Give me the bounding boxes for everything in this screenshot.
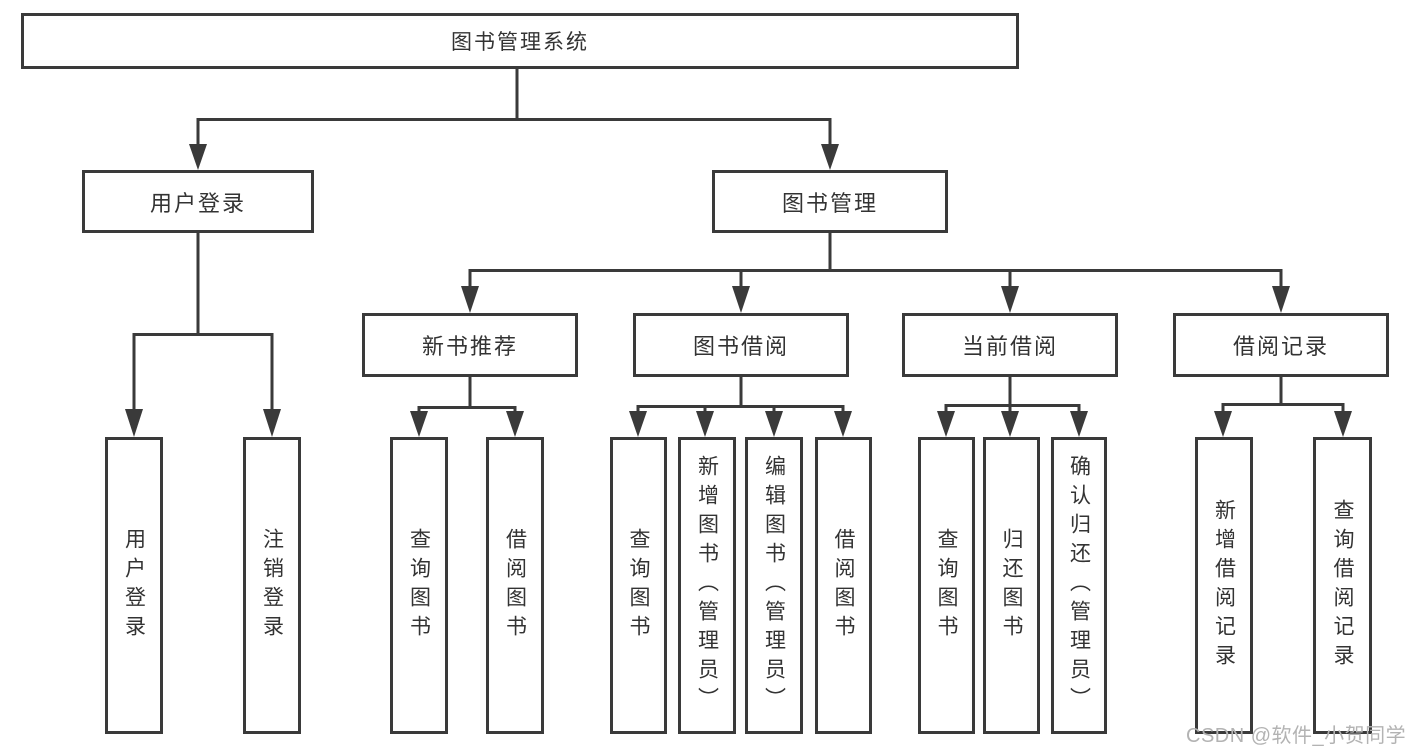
arrowhead bbox=[765, 411, 783, 437]
leaf-query-books-borrow: 查询图书 bbox=[610, 437, 667, 734]
leaf-query-books-current: 查询图书 bbox=[918, 437, 975, 734]
arrowhead bbox=[821, 144, 839, 170]
arrowhead bbox=[461, 286, 479, 313]
arrowhead bbox=[506, 411, 524, 437]
leaf-return-book: 归还图书 bbox=[983, 437, 1040, 734]
leaf-add-borrow-record: 新增借阅记录 bbox=[1195, 437, 1253, 734]
arrowhead bbox=[125, 409, 143, 437]
connector-currentborrow-to-leaves bbox=[944, 377, 1081, 415]
arrowhead bbox=[263, 409, 281, 437]
node-library-management-system: 图书管理系统 bbox=[21, 13, 1019, 69]
leaf-edit-book-admin: 编辑图书（管理员） bbox=[745, 437, 803, 734]
node-book-management: 图书管理 bbox=[712, 170, 948, 233]
leaf-borrow-books-recommend: 借阅图书 bbox=[486, 437, 544, 734]
arrowhead bbox=[937, 411, 955, 437]
csdn-watermark: CSDN @软件_小贺同学 bbox=[1186, 725, 1405, 747]
arrowhead bbox=[1001, 286, 1019, 313]
arrowhead bbox=[1070, 411, 1088, 437]
arrowhead bbox=[1272, 286, 1290, 313]
node-new-book-recommendation: 新书推荐 bbox=[362, 313, 578, 377]
arrowhead bbox=[696, 411, 714, 437]
arrowhead bbox=[1334, 411, 1352, 437]
arrowhead bbox=[1001, 411, 1019, 437]
node-current-borrowing: 当前借阅 bbox=[902, 313, 1118, 377]
connector-userlogin-to-leaves bbox=[132, 233, 274, 412]
arrowhead bbox=[629, 411, 647, 437]
node-user-login: 用户登录 bbox=[82, 170, 314, 233]
arrowhead bbox=[410, 411, 428, 437]
leaf-query-books-recommend: 查询图书 bbox=[390, 437, 448, 734]
leaf-confirm-return-admin: 确认归还（管理员） bbox=[1051, 437, 1107, 734]
node-book-borrowing: 图书借阅 bbox=[633, 313, 849, 377]
leaf-add-book-admin: 新增图书（管理员） bbox=[678, 437, 736, 734]
node-borrowing-records: 借阅记录 bbox=[1173, 313, 1389, 377]
arrowhead bbox=[834, 411, 852, 437]
leaf-query-borrow-record: 查询借阅记录 bbox=[1313, 437, 1372, 734]
arrowhead bbox=[189, 144, 207, 170]
leaf-borrow-books: 借阅图书 bbox=[815, 437, 872, 734]
leaf-logout: 注销登录 bbox=[243, 437, 301, 734]
connector-bookborrow-to-leaves bbox=[636, 377, 845, 415]
connector-root-to-level2 bbox=[196, 69, 832, 146]
arrowhead bbox=[732, 286, 750, 313]
leaf-user-login: 用户登录 bbox=[105, 437, 163, 734]
arrowhead bbox=[1214, 411, 1232, 437]
connector-bookmgmt-to-level3 bbox=[468, 233, 1283, 289]
connector-newbook-to-leaves bbox=[417, 377, 517, 415]
connector-borrowrecord-to-leaves bbox=[1221, 377, 1345, 415]
